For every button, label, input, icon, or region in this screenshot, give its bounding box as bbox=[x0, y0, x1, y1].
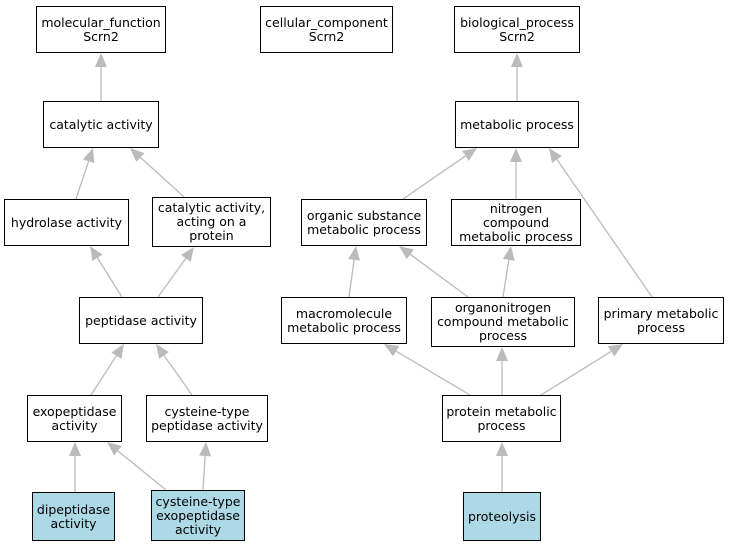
edge-line bbox=[117, 450, 167, 491]
node-macromolecule: macromolecule metabolic process bbox=[281, 297, 407, 344]
arrowhead-icon bbox=[82, 148, 95, 164]
arrowhead-icon bbox=[496, 347, 508, 361]
edge-cat-protein-to-catalytic bbox=[130, 148, 185, 198]
edge-line bbox=[163, 355, 193, 396]
node-exopeptidase: exopeptidase activity bbox=[27, 395, 122, 442]
arrowhead-icon bbox=[156, 344, 169, 359]
arrowhead-icon bbox=[462, 148, 477, 161]
edge-protein-met-to-organonitrogen bbox=[496, 347, 508, 395]
arrowhead-icon bbox=[496, 442, 508, 456]
arrowhead-icon bbox=[502, 246, 515, 261]
edge-dipeptidase-to-exopeptidase bbox=[69, 442, 81, 492]
arrowhead-icon bbox=[510, 148, 522, 162]
edge-line bbox=[157, 257, 187, 298]
edge-primary-to-metabolic bbox=[549, 148, 653, 298]
arrowhead-icon bbox=[95, 53, 107, 67]
edge-macromolecule-to-organic-sub bbox=[348, 246, 361, 298]
edge-cys-exo-to-cys-peptidase bbox=[199, 442, 212, 491]
node-proteolysis: proteolysis bbox=[463, 492, 541, 541]
arrowhead-icon bbox=[90, 246, 103, 262]
edge-protein-met-to-macromolecule bbox=[384, 344, 471, 396]
edge-peptidase-to-hydrolase bbox=[90, 246, 123, 298]
node-cys-exo: cysteine-type exopeptidase activity bbox=[151, 490, 245, 541]
arrowhead-icon bbox=[549, 148, 562, 163]
node-cys-peptidase: cysteine-type peptidase activity bbox=[146, 395, 268, 442]
edge-organonitrogen-to-nitrogen bbox=[502, 246, 515, 298]
node-primary: primary metabolic process bbox=[598, 297, 724, 344]
edge-line bbox=[502, 259, 510, 298]
edge-line bbox=[540, 350, 612, 396]
arrowhead-icon bbox=[180, 247, 194, 262]
node-bp-root: biological_process Scrn2 bbox=[454, 6, 580, 53]
edge-line bbox=[556, 159, 653, 298]
edge-line bbox=[348, 259, 355, 298]
node-protein-met: protein metabolic process bbox=[442, 395, 561, 442]
node-peptidase: peptidase activity bbox=[79, 297, 203, 344]
edge-line bbox=[409, 253, 469, 298]
edge-line bbox=[202, 455, 206, 491]
arrowhead-icon bbox=[607, 344, 623, 357]
edge-line bbox=[139, 156, 185, 198]
node-mf-root: molecular_function Scrn2 bbox=[36, 6, 166, 53]
arrowhead-icon bbox=[130, 148, 145, 162]
node-nitrogen: nitrogen compound metabolic process bbox=[451, 199, 581, 246]
node-cat-protein: catalytic activity, acting on a protein bbox=[152, 197, 271, 247]
edge-line bbox=[402, 155, 466, 200]
edge-cys-exo-to-exopeptidase bbox=[107, 442, 167, 491]
arrowhead-icon bbox=[199, 442, 212, 457]
edge-proteolysis-to-protein-met bbox=[496, 442, 508, 492]
node-organonitrogen: organonitrogen compound metabolic proces… bbox=[431, 297, 575, 347]
edge-peptidase-to-cat-protein bbox=[157, 247, 194, 298]
edge-organonitrogen-to-organic-sub bbox=[399, 246, 469, 298]
arrowhead-icon bbox=[384, 344, 400, 357]
edge-metabolic-to-bp-root bbox=[511, 53, 523, 101]
arrowhead-icon bbox=[348, 246, 361, 261]
edge-protein-met-to-primary bbox=[540, 344, 623, 396]
arrowhead-icon bbox=[111, 344, 124, 360]
edge-nitrogen-to-metabolic bbox=[510, 148, 522, 199]
node-dipeptidase: dipeptidase activity bbox=[32, 492, 115, 541]
edge-line bbox=[75, 161, 90, 200]
node-metabolic: metabolic process bbox=[455, 101, 579, 148]
edge-hydrolase-to-catalytic bbox=[75, 148, 95, 200]
edge-organic-sub-to-metabolic bbox=[402, 148, 477, 200]
edge-line bbox=[90, 355, 117, 396]
node-catalytic: catalytic activity bbox=[43, 101, 159, 148]
edge-catalytic-to-mf-root bbox=[95, 53, 107, 101]
node-organic-sub: organic substance metabolic process bbox=[301, 199, 427, 246]
arrowhead-icon bbox=[69, 442, 81, 456]
edge-cys-peptidase-to-peptidase bbox=[156, 344, 193, 396]
arrowhead-icon bbox=[107, 442, 122, 456]
arrowhead-icon bbox=[511, 53, 523, 67]
edge-line bbox=[96, 257, 123, 298]
node-hydrolase: hydrolase activity bbox=[4, 199, 129, 246]
edge-exopeptidase-to-peptidase bbox=[90, 344, 124, 396]
node-cc-root: cellular_component Scrn2 bbox=[260, 6, 393, 53]
edge-line bbox=[395, 350, 471, 396]
arrowhead-icon bbox=[399, 246, 414, 260]
